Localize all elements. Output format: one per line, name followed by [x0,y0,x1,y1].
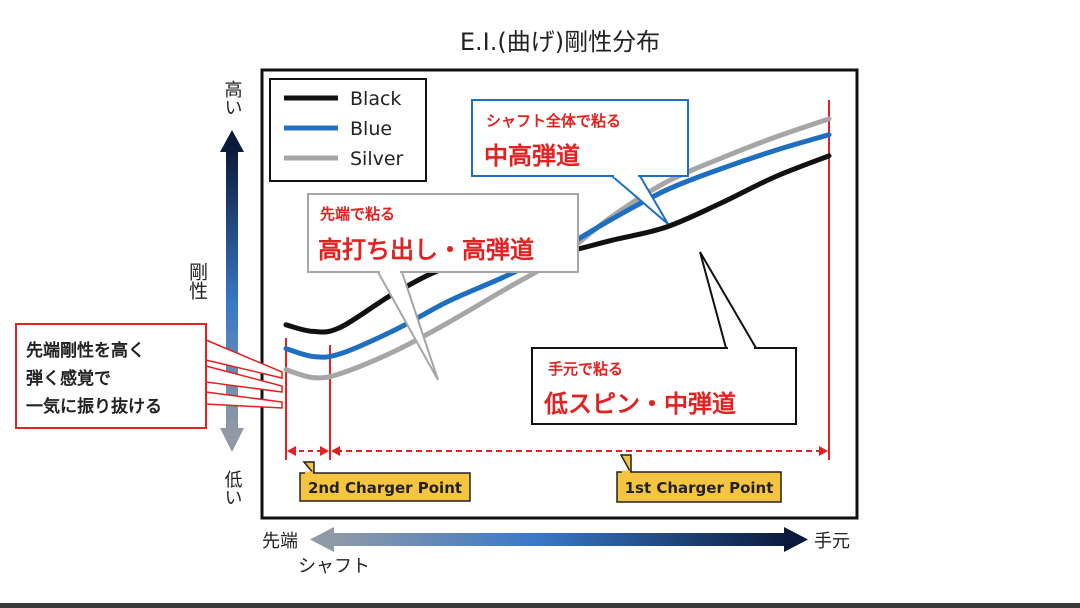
callout-tip-stick-small: 先端で粘る [320,205,395,223]
bottom-divider [0,603,1080,608]
chart-title: E.I.(曲げ)剛性分布 [460,28,660,56]
x-left-label: 先端 [262,531,298,552]
legend: Black Blue Silver [269,78,427,182]
x-right-label: 手元 [814,531,850,552]
callout-whole-big: 中高弾道 [484,142,580,170]
badge-1st-charger: 1st Charger Point [616,454,782,503]
charger-range-markers [285,100,830,460]
callout-tip-line3: 一気に振り抜ける [26,396,162,417]
callout-butt-big: 低スピン・中弾道 [543,390,736,418]
y-low-label: 低い [222,470,243,506]
callout-tip-line2: 弾く感覚で [26,368,111,389]
x-gradient-arrow [310,527,808,552]
callout-whole-small: シャフト全体で粘る [486,112,621,130]
callout-tip-line1: 先端剛性を高く [26,340,145,361]
badge-2nd-charger: 2nd Charger Point [299,461,471,502]
callout-butt: 手元で粘る 低スピン・中弾道 [531,251,797,425]
badge-2nd-charger-label: 2nd Charger Point [308,479,462,497]
y-high-label: 高い [222,80,243,116]
y-axis-label: 剛性 [186,262,208,300]
badge-1st-charger-label: 1st Charger Point [625,479,774,497]
callout-whole: シャフト全体で粘る 中高弾道 [471,99,689,225]
legend-label-black: Black [350,88,401,110]
callout-tip-stick-big: 高打ち出し・高弾道 [318,236,534,264]
callout-tip-stick: 先端で粘る 高打ち出し・高弾道 [307,193,579,381]
callout-butt-small: 手元で粘る [548,360,623,378]
callout-tip: 先端剛性を高く 弾く感覚で 一気に振り抜ける [15,323,283,429]
legend-label-blue: Blue [350,118,392,140]
x-sub-label: シャフト [298,556,370,577]
legend-label-silver: Silver [350,148,404,170]
